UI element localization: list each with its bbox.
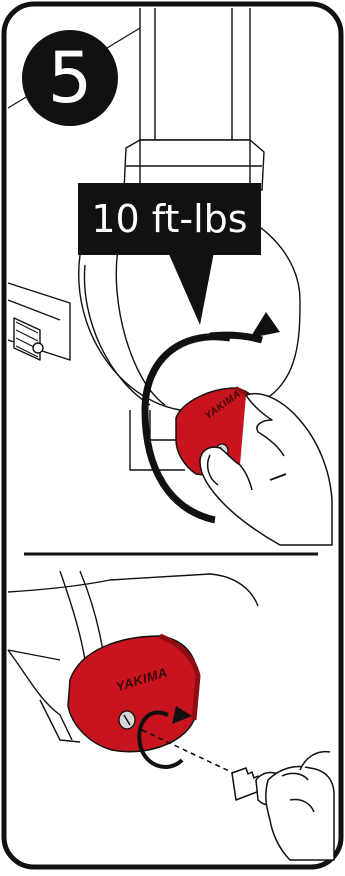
torque-label: 10 ft-lbs [78, 183, 261, 255]
lock-core-icon [68, 636, 198, 752]
hand-icon [266, 752, 334, 860]
tower-icon [124, 8, 264, 190]
step-number-badge: 5 [22, 30, 118, 126]
bar-icon [8, 283, 70, 360]
